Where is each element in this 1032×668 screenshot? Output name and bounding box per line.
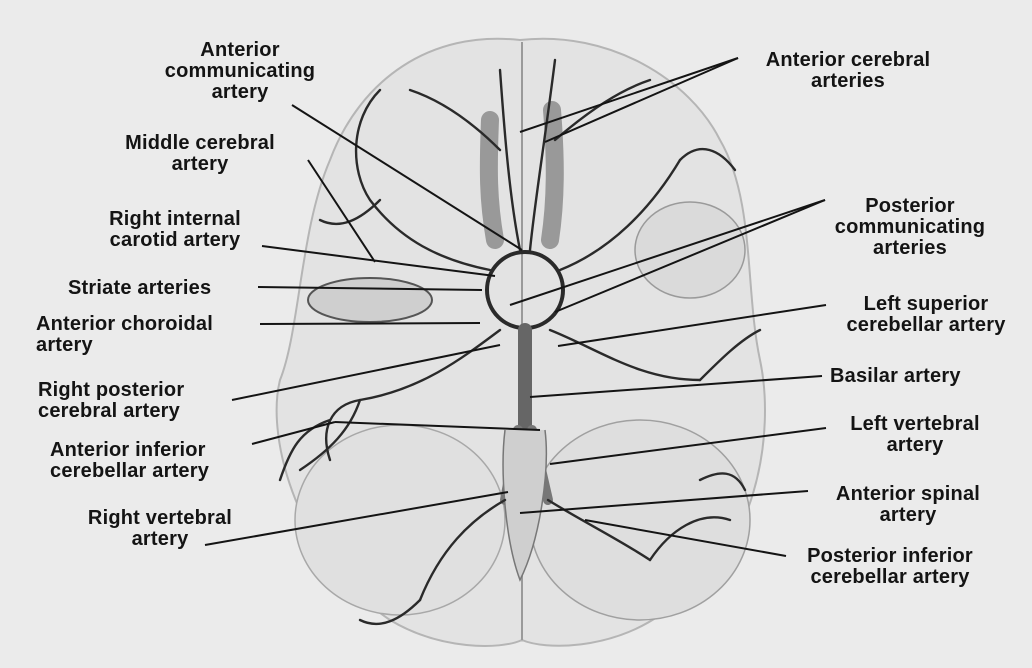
cerebellum-left: [530, 420, 750, 620]
left-temporal-lobe: [635, 202, 745, 298]
label-anterior-communicating-artery: Anterior communicating artery: [150, 40, 330, 103]
label-anterior-cerebral-arteries: Anterior cerebral arteries: [738, 50, 958, 92]
label-anterior-spinal-artery: Anterior spinal artery: [808, 484, 1008, 526]
cerebellum-right: [295, 425, 505, 615]
label-right-internal-carotid-artery: Right internal carotid artery: [80, 209, 270, 251]
leader-anterior-choroidal-artery: [260, 323, 480, 324]
label-anterior-choroidal-artery: Anterior choroidal artery: [36, 314, 276, 356]
label-middle-cerebral-artery: Middle cerebral artery: [100, 133, 300, 175]
label-left-vertebral-artery: Left vertebral artery: [820, 414, 1010, 456]
olfactory-tract-left: [550, 110, 555, 240]
right-temporal-lobe: [308, 278, 432, 322]
label-right-vertebral-artery: Right vertebral artery: [60, 508, 260, 550]
label-right-posterior-cerebral-artery: Right posterior cerebral artery: [38, 380, 258, 422]
label-left-superior-cerebellar-artery: Left superior cerebellar artery: [826, 294, 1026, 336]
label-striate-arteries: Striate arteries: [68, 278, 268, 299]
label-posterior-inferior-cerebellar-artery: Posterior inferior cerebellar artery: [780, 546, 1000, 588]
label-basilar-artery: Basilar artery: [830, 366, 1020, 387]
olfactory-tract-right: [489, 120, 495, 240]
label-posterior-communicating-arteries: Posterior communicating arteries: [810, 196, 1010, 259]
label-anterior-inferior-cerebellar-artery: Anterior inferior cerebellar artery: [50, 440, 270, 482]
